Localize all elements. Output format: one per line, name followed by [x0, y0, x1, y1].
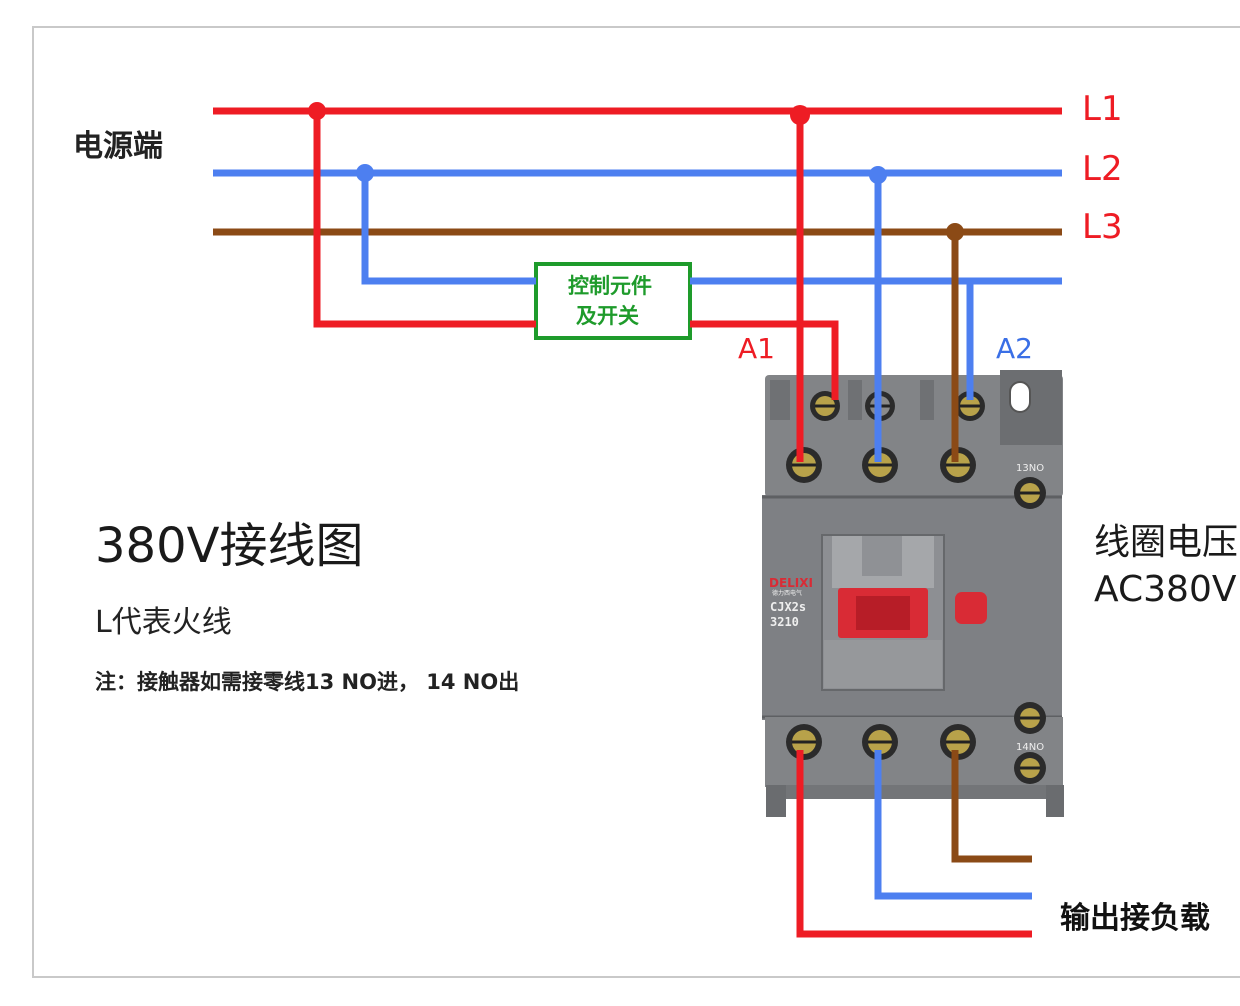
screw-terminal-icon	[955, 391, 985, 421]
control-element-box	[534, 262, 692, 340]
screw-terminal-icon	[862, 447, 898, 483]
a2-label: A2	[996, 332, 1033, 365]
actuator-base	[824, 640, 942, 688]
junction-dot-icon	[356, 164, 374, 182]
screw-terminal-icon	[1014, 702, 1046, 734]
screw-terminal-icon	[786, 724, 822, 760]
l3-output-wire	[951, 750, 1032, 863]
actuator-guide	[862, 536, 902, 576]
model-rating-label: 3210	[770, 615, 799, 629]
control-element-label-line1: 控制元件	[568, 274, 652, 298]
a1-wire	[690, 320, 839, 400]
output-load-label: 输出接负载	[1060, 901, 1210, 936]
contactor-foot	[766, 785, 786, 817]
screw-terminal-icon	[940, 724, 976, 760]
diagram-frame	[32, 26, 1240, 978]
junction-dot-icon	[869, 166, 887, 184]
l3-label: L3	[1082, 207, 1123, 247]
contactor-foot	[1046, 785, 1064, 817]
diagram-title: 380V接线图	[95, 518, 364, 574]
l2-output-wire	[874, 750, 1032, 900]
diagram-subtitle: L代表火线	[95, 605, 232, 640]
brand-subtitle: 德力西电气	[772, 590, 803, 597]
l1-label: L1	[1082, 89, 1123, 129]
screw-terminal-icon	[1014, 752, 1046, 784]
terminal-13no-label: 13NO	[1016, 463, 1045, 474]
power-side-label: 电源端	[73, 129, 163, 164]
a1-label: A1	[738, 332, 775, 365]
contactor-top-notch	[1000, 370, 1062, 445]
junction-dot-icon	[308, 102, 326, 120]
screw-terminal-icon	[862, 724, 898, 760]
contactor-foot-bar	[786, 785, 1046, 799]
coil-voltage-value: AC380V	[1094, 569, 1237, 610]
coil-voltage-label: 线圈电压	[1094, 522, 1239, 563]
wiring-note: 注：接触器如需接零线13 NO进， 14 NO出	[95, 670, 520, 694]
control-element-label-line2: 及开关	[576, 304, 639, 328]
junction-dot-icon	[790, 105, 810, 125]
junction-dot-icon	[946, 223, 964, 241]
indicator-icon	[955, 592, 987, 624]
terminal-14no-label: 14NO	[1016, 742, 1045, 753]
contactor	[762, 370, 1064, 817]
red-actuator-core	[856, 596, 910, 630]
l2-label: L2	[1082, 149, 1123, 189]
model-label: CJX2s	[770, 600, 807, 614]
control-l2-wire	[361, 173, 536, 285]
l1-output-wire	[796, 750, 1032, 938]
screw-terminal-icon	[786, 447, 822, 483]
screw-terminal-icon	[1014, 477, 1046, 509]
contactor-rib	[770, 380, 790, 420]
contactor-aux-slot	[1009, 381, 1031, 413]
contactor-rib	[920, 380, 934, 420]
control-l1-wire	[313, 111, 536, 328]
brand-logo: DELIXI	[769, 576, 813, 590]
contactor-rib	[848, 380, 862, 420]
